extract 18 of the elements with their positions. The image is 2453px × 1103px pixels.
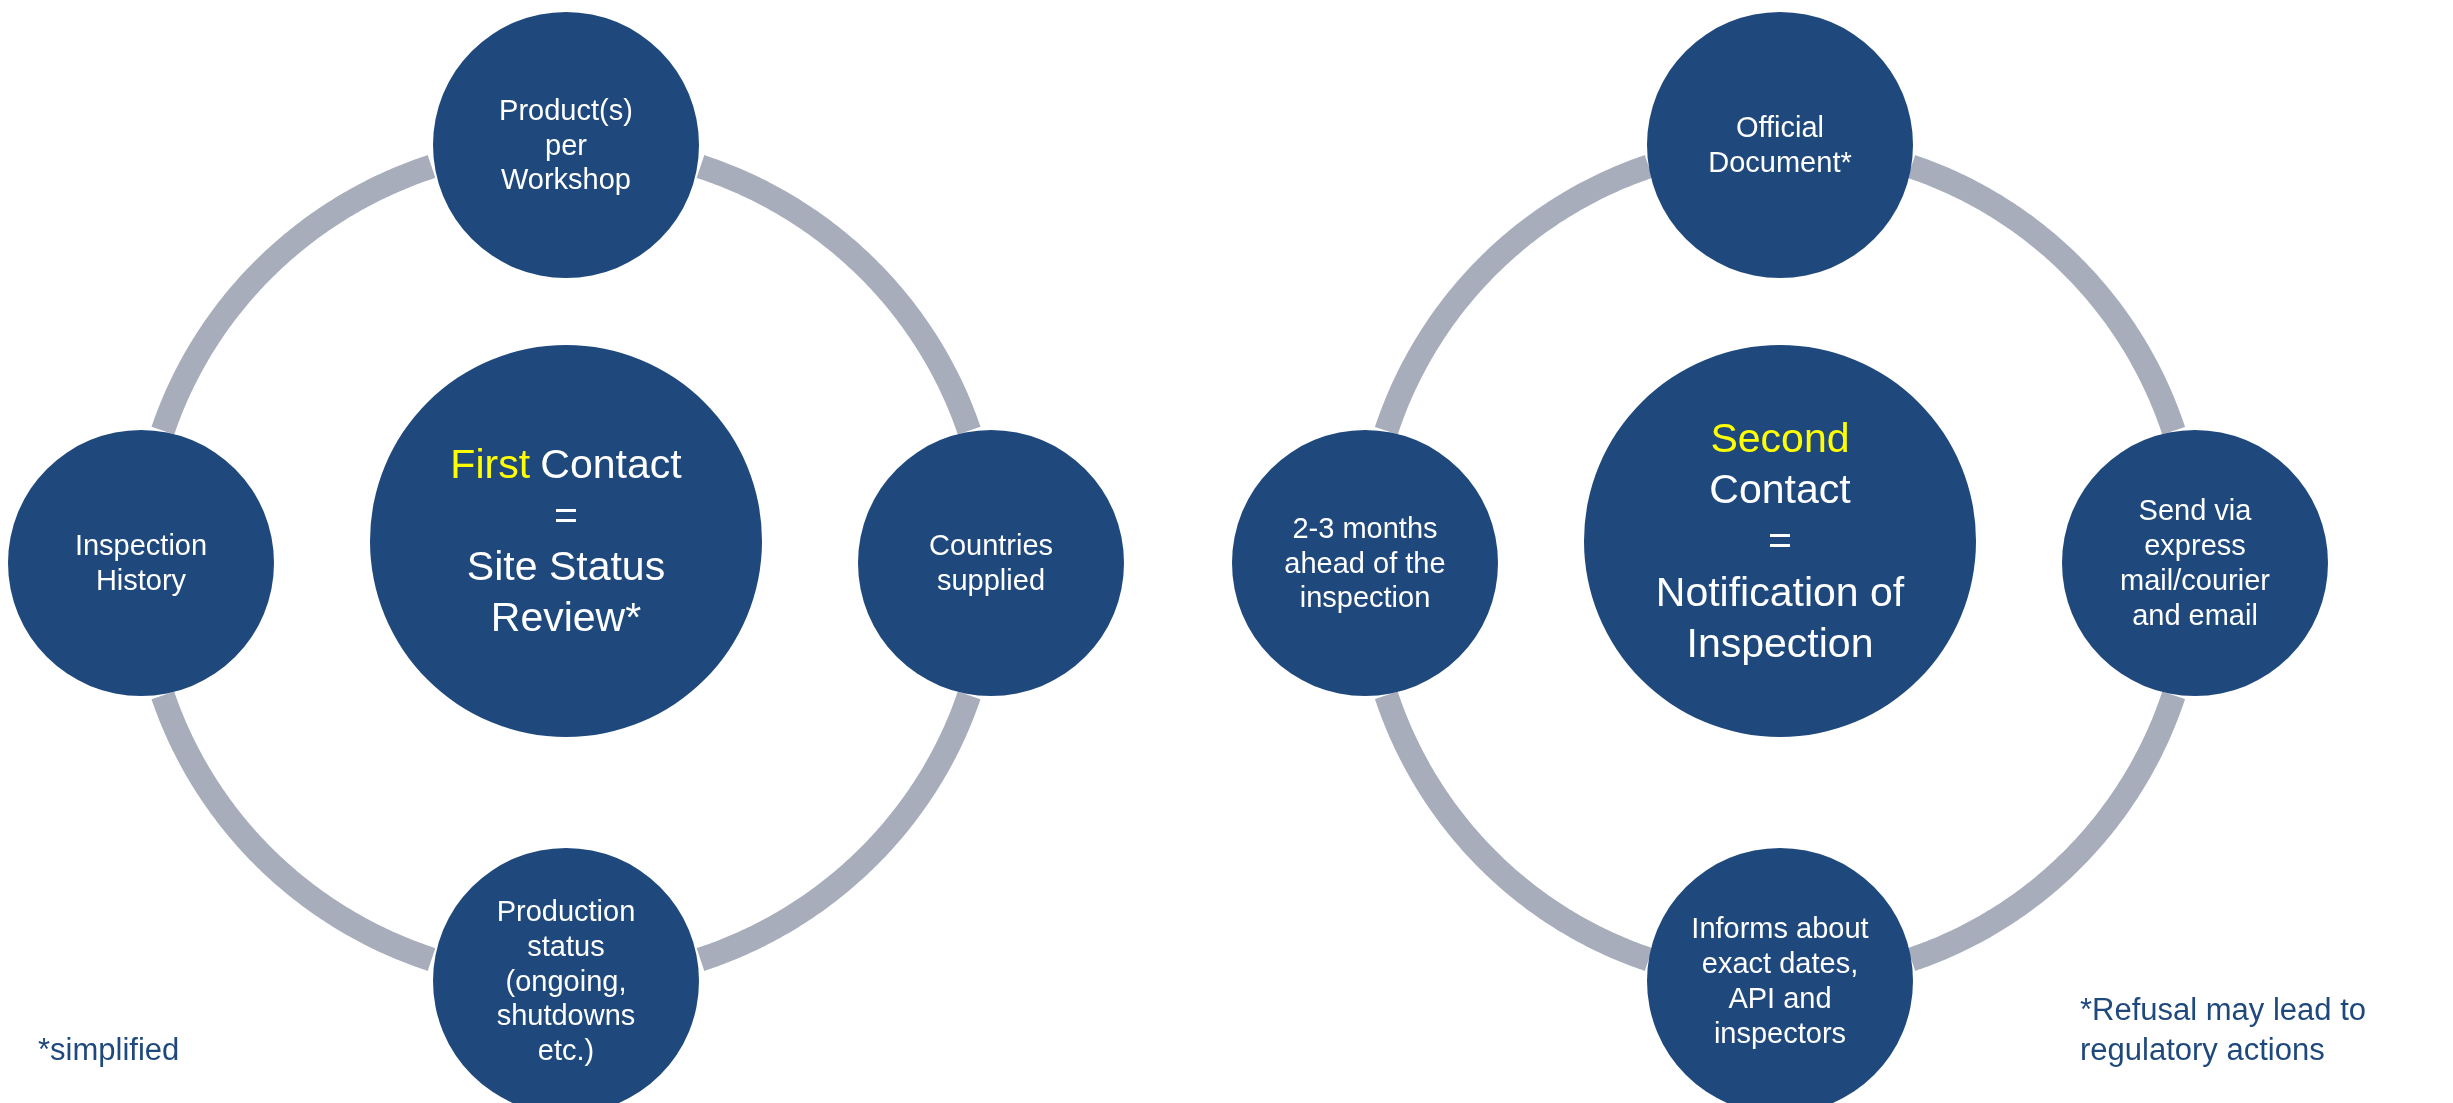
- circle-text: First: [450, 440, 531, 487]
- circle-text: Second: [1710, 413, 1850, 463]
- circle-text: Countries supplied: [927, 528, 1055, 598]
- circle-text: 2-3 months ahead of the inspection: [1283, 510, 1447, 616]
- circle-text: =: [554, 490, 578, 540]
- circle-text: Informs about exact dates, API and inspectors: [1691, 911, 1869, 1051]
- circle-text: Official Document*: [1707, 110, 1853, 180]
- circle-text: =: [1768, 516, 1792, 566]
- circle-text: Contact: [1709, 465, 1851, 515]
- footnote: *simplified: [38, 1031, 181, 1069]
- circle-text: Production status (ongoing, shutdowns etc.): [495, 894, 637, 1068]
- circle-text: Product(s) per Workshop: [498, 92, 634, 198]
- circle-text: Notification of Inspection: [1654, 567, 1906, 668]
- circle-text: Inspection History: [73, 528, 209, 598]
- circle-text: Send via express mail/courier and email: [2119, 493, 2271, 633]
- circle-text: Site Status Review*: [465, 542, 667, 643]
- footnote: *Refusal may lead to regulatory actions: [2080, 991, 2368, 1070]
- circle-text: Contact: [540, 440, 682, 487]
